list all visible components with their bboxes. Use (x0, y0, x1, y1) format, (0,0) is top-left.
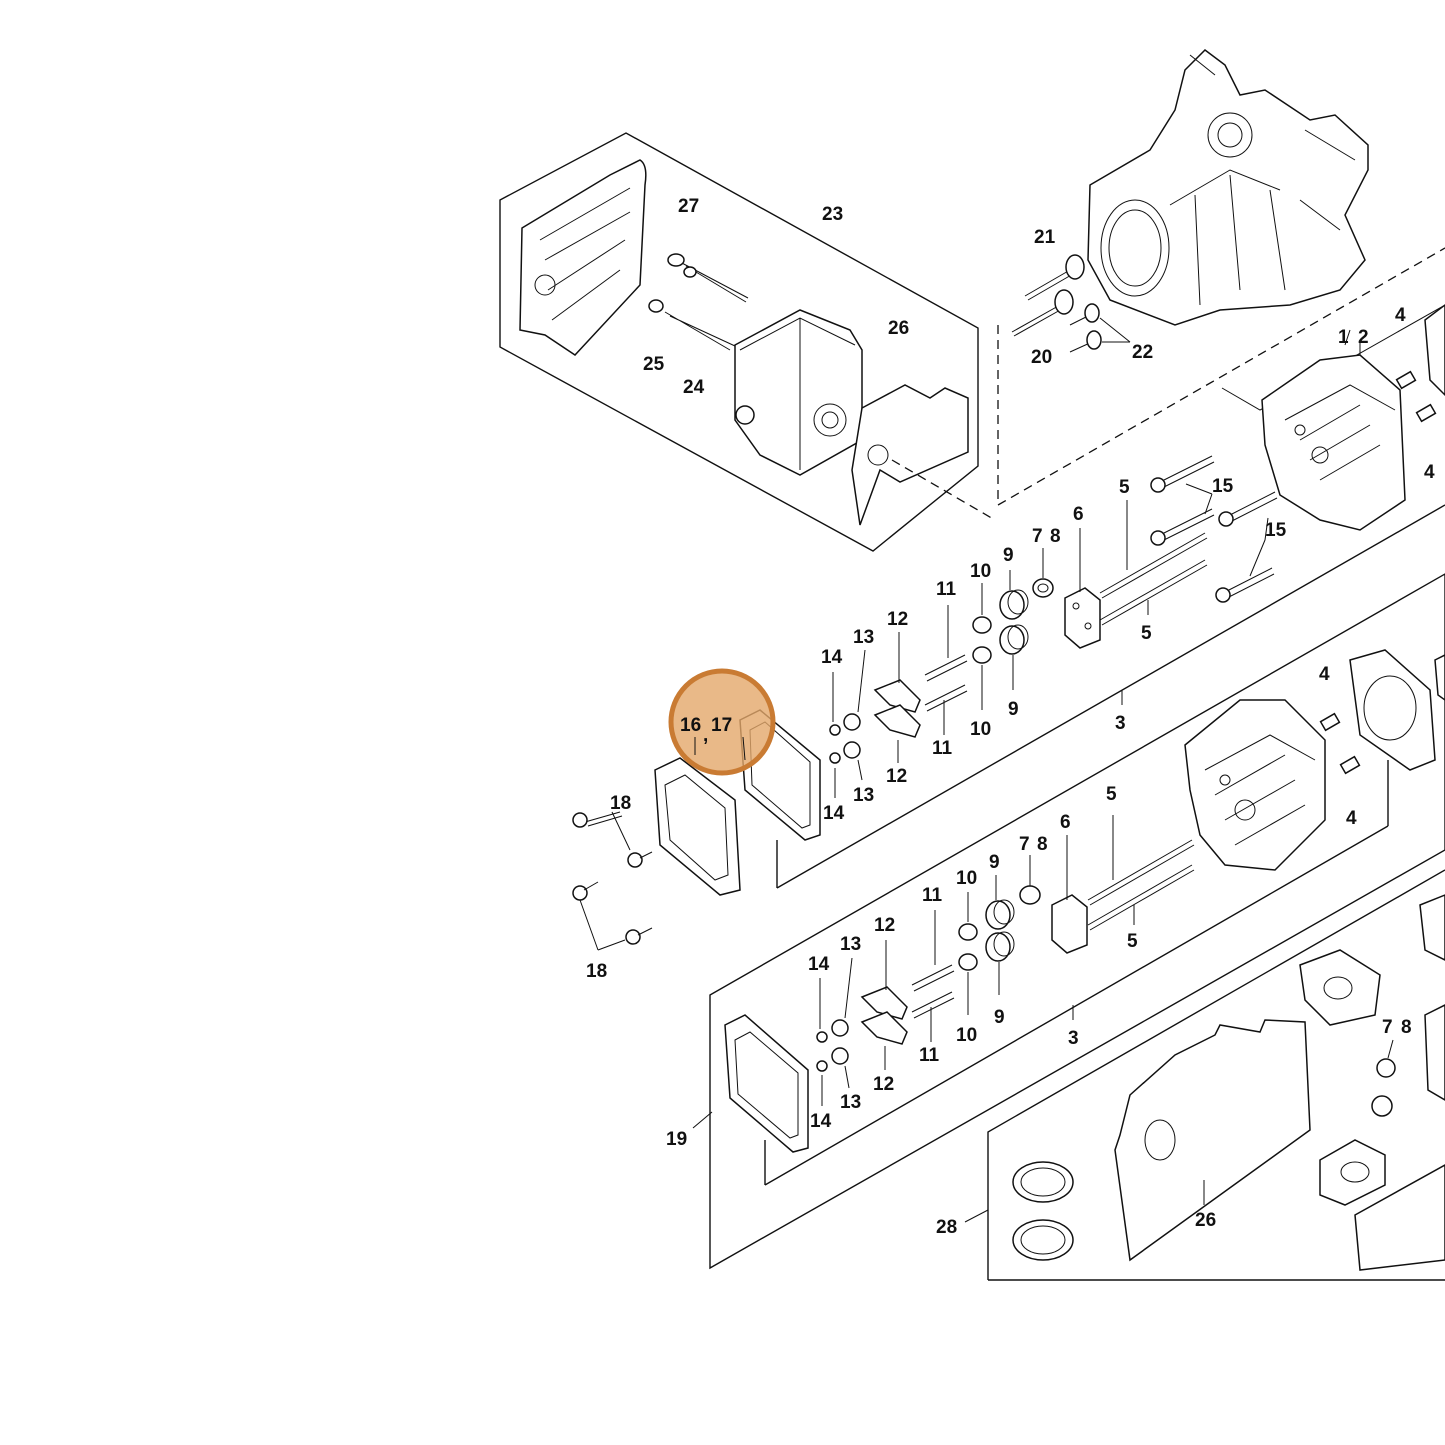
callout-11-c: 11 (922, 885, 943, 906)
callout-5-d: 5 (1127, 931, 1138, 952)
callout-6-a: 6 (1073, 504, 1084, 525)
callout-4-d: 4 (1346, 808, 1357, 829)
callout-13-c: 13 (840, 934, 861, 955)
callout-2: 2 (1358, 327, 1369, 348)
callout-22: 22 (1132, 342, 1153, 363)
callout-24: 24 (683, 377, 705, 398)
callout-21: 21 (1034, 227, 1056, 248)
callout-9-c: 9 (989, 852, 1000, 873)
callout-12-a: 12 (887, 609, 908, 630)
callout-4-b: 4 (1424, 462, 1435, 483)
callout-4-c: 4 (1319, 664, 1330, 685)
callout-8-a: 8 (1050, 526, 1061, 547)
callout-14-b: 14 (823, 803, 845, 824)
callout-15-a: 15 (1212, 476, 1234, 497)
callout-11-a: 11 (936, 579, 957, 600)
callout-14-d: 14 (810, 1111, 832, 1132)
callout-27: 27 (678, 196, 699, 217)
callout-10-a: 10 (970, 561, 991, 582)
callout-12-d: 12 (873, 1074, 894, 1095)
crankcase-block (997, 49, 1445, 506)
callout-1: 1 (1338, 327, 1349, 348)
callout-13-a: 13 (853, 627, 874, 648)
callout-7-c: 7 (1382, 1017, 1393, 1038)
callout-9-a: 9 (1003, 545, 1014, 566)
callout-15-b: 15 (1265, 520, 1287, 541)
callout-26-lower: 26 (1195, 1210, 1216, 1231)
callout-18-a: 18 (610, 793, 631, 814)
valve-parts (1011, 254, 1131, 353)
callout-10-c: 10 (956, 868, 977, 889)
callout-8-c: 8 (1401, 1017, 1412, 1038)
callout-17: 17 (711, 715, 732, 736)
callout-5-b: 5 (1141, 623, 1152, 644)
cylinder-head-kit-box-lower (692, 573, 1445, 1270)
callout-5-c: 5 (1106, 784, 1117, 805)
callout-4-a: 4 (1395, 305, 1406, 326)
callout-12-c: 12 (874, 915, 895, 936)
callout-13-d: 13 (840, 1092, 861, 1113)
callout-3-b: 3 (1068, 1028, 1079, 1049)
callout-9-d: 9 (994, 1007, 1005, 1028)
cylinder-head-kit-box-upper (776, 304, 1445, 889)
callout-11-b: 11 (932, 738, 953, 759)
callout-10-d: 10 (956, 1025, 977, 1046)
callout-9-b: 9 (1008, 699, 1019, 720)
gasket-kit-box (964, 654, 1445, 1281)
callout-7-b: 7 (1019, 834, 1030, 855)
callout-3-a: 3 (1115, 713, 1126, 734)
callout-5-a: 5 (1119, 477, 1130, 498)
highlight-marker (668, 668, 776, 776)
callout-10-b: 10 (970, 719, 991, 740)
callout-18-b: 18 (586, 961, 607, 982)
callout-13-b: 13 (853, 785, 874, 806)
callout-16: 16 (680, 715, 701, 736)
callout-19: 19 (666, 1129, 687, 1150)
callout-14-a: 14 (821, 647, 843, 668)
callout-comma: , (703, 725, 708, 746)
callout-11-d: 11 (919, 1045, 940, 1066)
callout-23: 23 (822, 204, 843, 225)
callout-labels: 27 23 25 24 26 21 20 22 1 2 4 4 4 4 5 5 … (586, 196, 1435, 1238)
callout-25: 25 (643, 354, 665, 375)
callout-26-upper: 26 (888, 318, 909, 339)
callout-14-c: 14 (808, 954, 830, 975)
callout-7-a: 7 (1032, 526, 1043, 547)
callout-8-b: 8 (1037, 834, 1048, 855)
callout-6-b: 6 (1060, 812, 1071, 833)
callout-12-b: 12 (886, 766, 907, 787)
callout-20: 20 (1031, 347, 1052, 368)
head-bolts-upper (1150, 455, 1278, 603)
muffler-assembly-box (499, 132, 996, 552)
callout-28: 28 (936, 1217, 957, 1238)
